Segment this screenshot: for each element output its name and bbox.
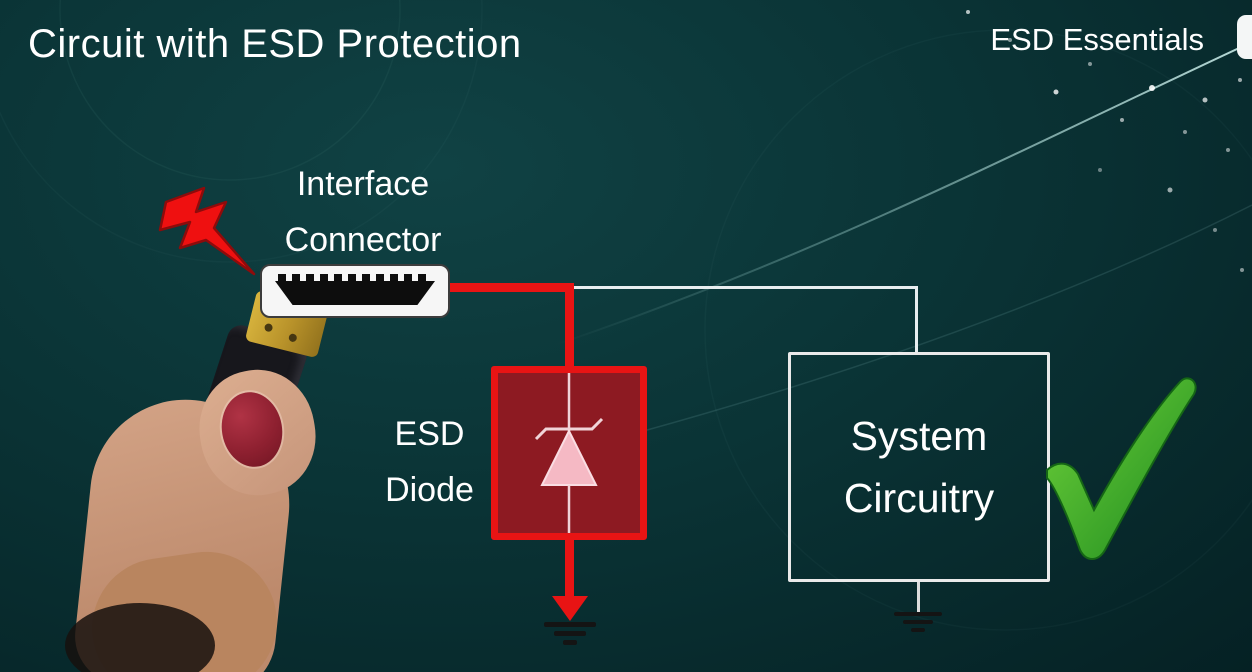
system-label-line1: System (850, 413, 988, 459)
connector-label: Interface Connector (243, 156, 483, 268)
hdmi-connector-icon (260, 264, 450, 318)
plug-screw-dot (263, 322, 274, 333)
connector-label-line1: Interface (296, 165, 430, 203)
diode-label-line1: ESD (394, 415, 465, 453)
connector-label-line2: Connector (284, 221, 442, 259)
brand-text: ESD Essentials (990, 22, 1204, 57)
wire-junction-to-system (570, 286, 918, 289)
lightning-bolt-icon (158, 186, 256, 276)
wire-junction-to-diode (565, 283, 574, 373)
hdmi-port-opening (275, 281, 435, 305)
esd-diode-box (491, 366, 647, 540)
hand-shadow (65, 603, 215, 672)
system-label-line2: Circuitry (843, 475, 995, 521)
zener-diode-icon (534, 373, 604, 533)
slide-title: Circuit with ESD Protection (28, 22, 522, 66)
ground-icon (892, 612, 946, 640)
diode-label-line2: Diode (385, 471, 474, 509)
wire-into-system-box (915, 286, 918, 354)
hand-holding-cable-photo (65, 289, 340, 672)
plug-screw-dot (287, 332, 298, 343)
system-ground-wire (917, 582, 920, 614)
ground-icon (540, 622, 600, 652)
system-circuitry-box: System Circuitry (788, 352, 1050, 582)
diode-ground-wire (565, 536, 574, 598)
down-arrow-icon (552, 596, 588, 621)
diode-label: ESD Diode (372, 406, 487, 518)
brand-logo-icon (1237, 15, 1252, 59)
wire-connector-to-junction (444, 283, 574, 292)
green-check-icon (1046, 377, 1197, 560)
hdmi-pins (278, 274, 432, 283)
